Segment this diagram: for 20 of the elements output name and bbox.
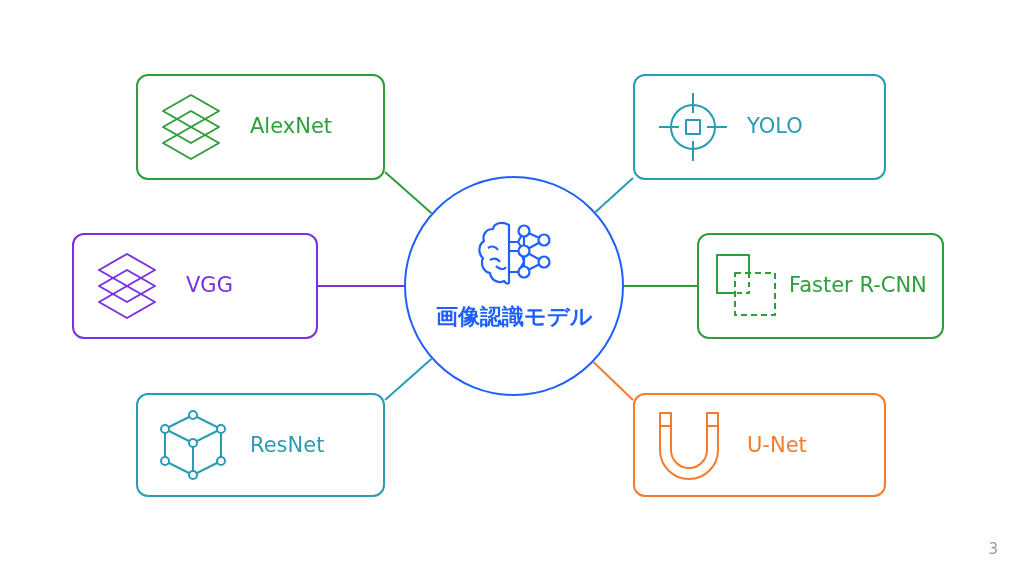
hub-title: 画像認識モデル [434,303,594,331]
model-name: U-Net [747,433,807,457]
connector-line [384,357,433,401]
model-card [136,393,385,497]
model-card [136,74,385,180]
model-card [633,74,886,180]
connector-line [384,171,433,215]
connector-line [317,285,405,287]
model-card [633,393,886,497]
model-card [72,233,318,339]
model-name: ResNet [250,433,325,457]
page-number: 3 [988,540,998,558]
model-name: AlexNet [250,114,333,138]
connector-line [594,177,634,214]
connector-line [623,285,698,287]
model-card [697,233,944,339]
model-name: Faster R-CNN [789,273,927,297]
model-name: YOLO [747,114,803,138]
connector-line [592,361,634,401]
model-name: VGG [186,273,233,297]
